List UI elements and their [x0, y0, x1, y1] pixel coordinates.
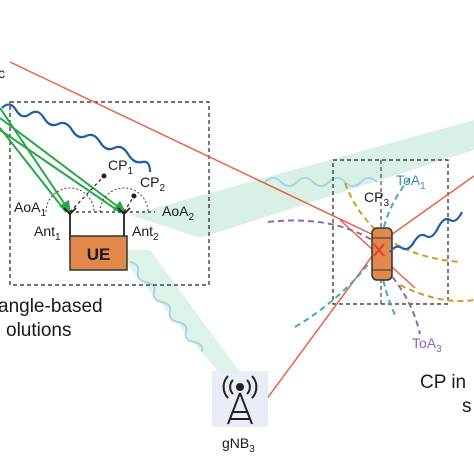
cp1-label: CP1 [108, 157, 133, 177]
green-ray-1b [0, 127, 67, 213]
red-ray-gnb [265, 239, 385, 401]
beam-to-gnb [115, 250, 240, 380]
aoa1-label: AoA1 [14, 199, 46, 219]
caption-left-line1: angle-based [0, 296, 103, 317]
cp1-dot [101, 173, 107, 179]
toa-teal-lower [294, 261, 371, 328]
toa1-label: ToA1 [396, 172, 426, 192]
ue-dashed-box [9, 101, 210, 286]
corner-fragment: c [0, 65, 5, 81]
wave-light-upper [264, 177, 378, 187]
cp2-label: CP2 [140, 174, 165, 194]
toa3-arc-upper [267, 219, 373, 241]
tower-icon [222, 375, 258, 425]
aoa2-arc [99, 187, 149, 213]
aoa2-label: AoA2 [162, 203, 194, 223]
toa3-arc-lower [371, 254, 421, 335]
gnb3-label: gNB3 [222, 435, 255, 455]
toa-gold-arc-2 [399, 284, 474, 302]
cp3-label: CP3 [364, 189, 389, 209]
caption-left-line2: olutions [6, 320, 72, 341]
wave-dark-ue [1, 103, 152, 173]
toa3-label: ToA3 [412, 335, 442, 355]
green-ray-1a [0, 107, 71, 213]
cross-mark [373, 243, 385, 257]
ue-label: UE [87, 245, 111, 264]
caption-right-line2: s [462, 396, 472, 417]
green-ray-2a [0, 117, 126, 213]
caption-right-line1: CP in [420, 372, 466, 393]
ant2-label: Ant2 [132, 223, 159, 243]
antenna-2 [117, 207, 131, 240]
red-ray-right [383, 175, 474, 241]
ant1-label: Ant1 [34, 223, 61, 243]
aoa1-arc [45, 187, 95, 213]
cp2-dot [131, 193, 137, 199]
antenna-1 [63, 207, 77, 240]
green-ray-2b [0, 129, 121, 213]
gnb-box [212, 371, 268, 427]
ue-box [69, 235, 128, 271]
red-ray-top [9, 61, 385, 241]
wave-dark-device [389, 211, 463, 253]
wave-light-lower [129, 261, 204, 353]
cp1-dotted [69, 175, 105, 213]
